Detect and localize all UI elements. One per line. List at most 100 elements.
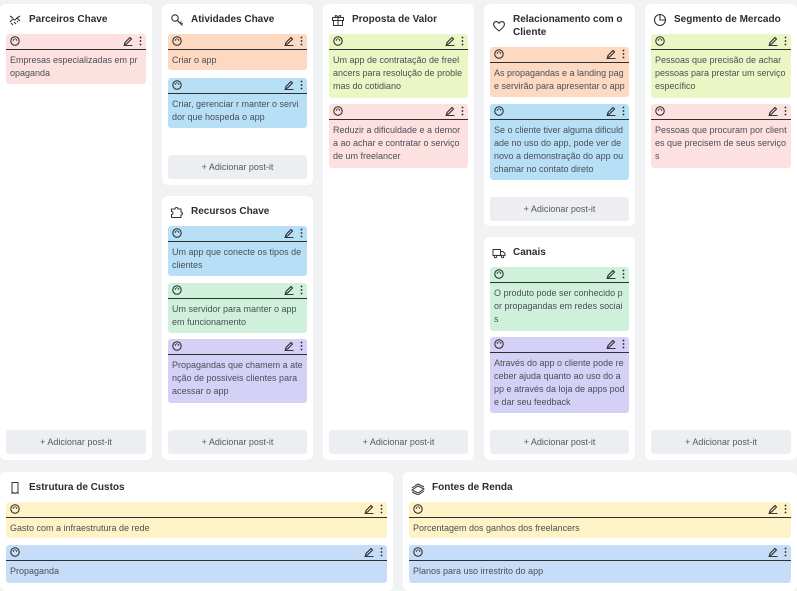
edit-icon[interactable] bbox=[768, 501, 778, 519]
palette-icon[interactable] bbox=[10, 544, 20, 562]
palette-icon[interactable] bbox=[10, 501, 20, 519]
column-header: Parceiros Chave bbox=[0, 4, 152, 32]
column-proposta-de-valor: Proposta de Valor Um app de contratação … bbox=[323, 4, 474, 460]
add-post-it-button[interactable]: + Adicionar post-it bbox=[168, 155, 307, 179]
edit-icon[interactable] bbox=[606, 103, 616, 121]
more-options-icon[interactable] bbox=[300, 33, 303, 51]
post-it[interactable]: Um servidor para manter o app em funcion… bbox=[168, 283, 307, 333]
post-it[interactable]: Um app que conecte os tipos de clientes bbox=[168, 226, 307, 276]
more-options-icon[interactable] bbox=[380, 501, 383, 519]
edit-icon[interactable] bbox=[364, 501, 374, 519]
post-it[interactable]: Porcentagem dos ganhos dos freelancers bbox=[409, 502, 791, 538]
palette-icon[interactable] bbox=[333, 33, 343, 51]
post-it[interactable]: O produto pode ser conhecido por propaga… bbox=[490, 267, 629, 331]
edit-icon[interactable] bbox=[284, 77, 294, 95]
palette-icon[interactable] bbox=[655, 33, 665, 51]
post-it[interactable]: Criar o app bbox=[168, 34, 307, 70]
post-it[interactable]: Pessoas que precisão de achar pessoas pa… bbox=[651, 34, 791, 98]
more-options-icon[interactable] bbox=[784, 501, 787, 519]
more-options-icon[interactable] bbox=[300, 225, 303, 243]
edit-icon[interactable] bbox=[123, 33, 133, 51]
edit-icon[interactable] bbox=[445, 33, 455, 51]
post-it-text: Planos para uso irrestrito do app bbox=[413, 566, 544, 576]
more-options-icon[interactable] bbox=[300, 338, 303, 356]
more-options-icon[interactable] bbox=[380, 544, 383, 562]
edit-icon[interactable] bbox=[606, 46, 616, 64]
more-options-icon[interactable] bbox=[784, 103, 787, 121]
post-it[interactable]: Propaganda bbox=[6, 545, 387, 583]
edit-icon[interactable] bbox=[284, 282, 294, 300]
edit-icon[interactable] bbox=[768, 103, 778, 121]
post-it[interactable]: Através do app o cliente pode receber aj… bbox=[490, 337, 629, 413]
post-it-text: Através do app o cliente pode receber aj… bbox=[494, 358, 625, 407]
post-it-text: Um servidor para manter o app em funcion… bbox=[172, 304, 297, 327]
more-options-icon[interactable] bbox=[461, 103, 464, 121]
column-title: Fontes de Renda bbox=[432, 482, 513, 493]
post-it[interactable]: Um app de contratação de freelancers par… bbox=[329, 34, 468, 98]
palette-icon[interactable] bbox=[172, 338, 182, 356]
palette-icon[interactable] bbox=[494, 266, 504, 284]
edit-icon[interactable] bbox=[284, 225, 294, 243]
post-it-text: Criar, gerenciar r manter o servidor que… bbox=[172, 99, 299, 122]
heart-icon bbox=[492, 19, 506, 33]
palette-icon[interactable] bbox=[494, 46, 504, 64]
more-options-icon[interactable] bbox=[461, 33, 464, 51]
post-it-text: O produto pode ser conhecido por propaga… bbox=[494, 288, 623, 324]
add-post-it-button[interactable]: + Adicionar post-it bbox=[168, 430, 307, 454]
column-header: Recursos Chave bbox=[162, 196, 313, 224]
palette-icon[interactable] bbox=[172, 225, 182, 243]
more-options-icon[interactable] bbox=[622, 103, 625, 121]
add-post-it-button[interactable]: + Adicionar post-it bbox=[6, 430, 146, 454]
post-it[interactable]: Se o cliente tiver alguma dificuldade no… bbox=[490, 104, 629, 180]
add-post-it-button[interactable]: + Adicionar post-it bbox=[651, 430, 791, 454]
handshake-icon bbox=[8, 13, 22, 27]
palette-icon[interactable] bbox=[494, 336, 504, 354]
palette-icon[interactable] bbox=[172, 77, 182, 95]
edit-icon[interactable] bbox=[284, 338, 294, 356]
column-title: Parceiros Chave bbox=[29, 14, 108, 25]
edit-icon[interactable] bbox=[364, 544, 374, 562]
edit-icon[interactable] bbox=[445, 103, 455, 121]
edit-icon[interactable] bbox=[768, 33, 778, 51]
more-options-icon[interactable] bbox=[622, 336, 625, 354]
edit-icon[interactable] bbox=[606, 336, 616, 354]
post-it[interactable]: Gasto com a infraestrutura de rede bbox=[6, 502, 387, 538]
more-options-icon[interactable] bbox=[784, 544, 787, 562]
edit-icon[interactable] bbox=[768, 544, 778, 562]
more-options-icon[interactable] bbox=[300, 77, 303, 95]
post-it[interactable]: Criar, gerenciar r manter o servidor que… bbox=[168, 78, 307, 128]
edit-icon[interactable] bbox=[606, 266, 616, 284]
add-post-it-button[interactable]: + Adicionar post-it bbox=[490, 430, 629, 454]
palette-icon[interactable] bbox=[333, 103, 343, 121]
column-header: Canais bbox=[484, 237, 635, 265]
add-post-it-button[interactable]: + Adicionar post-it bbox=[490, 197, 629, 221]
post-it-text: Empresas especializadas em propaganda bbox=[10, 55, 138, 78]
post-it-text: Um app que conecte os tipos de clientes bbox=[172, 247, 302, 270]
post-it[interactable]: Empresas especializadas em propaganda bbox=[6, 34, 146, 84]
more-options-icon[interactable] bbox=[622, 46, 625, 64]
post-it[interactable]: Reduzir a dificuldade e a demora ao acha… bbox=[329, 104, 468, 168]
post-it[interactable]: As propagandas e a landing page servirão… bbox=[490, 47, 629, 97]
more-options-icon[interactable] bbox=[300, 282, 303, 300]
post-it[interactable]: Propagandas que chamem a atenção de poss… bbox=[168, 339, 307, 403]
palette-icon[interactable] bbox=[494, 103, 504, 121]
palette-icon[interactable] bbox=[172, 33, 182, 51]
add-post-it-button[interactable]: + Adicionar post-it bbox=[329, 430, 468, 454]
post-it[interactable]: Planos para uso irrestrito do app bbox=[409, 545, 791, 583]
column-parceiros-chave: Parceiros Chave Empresas especializadas … bbox=[0, 4, 152, 460]
more-options-icon[interactable] bbox=[622, 266, 625, 284]
post-it[interactable]: Pessoas que procuram por clientes que pr… bbox=[651, 104, 791, 168]
edit-icon[interactable] bbox=[284, 33, 294, 51]
palette-icon[interactable] bbox=[172, 282, 182, 300]
post-it-text: Pessoas que precisão de achar pessoas pa… bbox=[655, 55, 786, 91]
palette-icon[interactable] bbox=[10, 33, 20, 51]
post-it-text: Se o cliente tiver alguma dificuldade no… bbox=[494, 125, 624, 174]
column-header: Relacionamento com o Cliente bbox=[484, 4, 635, 44]
more-options-icon[interactable] bbox=[139, 33, 142, 51]
palette-icon[interactable] bbox=[413, 501, 423, 519]
palette-icon[interactable] bbox=[413, 544, 423, 562]
palette-icon[interactable] bbox=[655, 103, 665, 121]
section-estrutura-de-custos: Estrutura de Custos Gasto com a infraest… bbox=[0, 472, 393, 591]
more-options-icon[interactable] bbox=[784, 33, 787, 51]
truck-icon bbox=[492, 246, 506, 260]
